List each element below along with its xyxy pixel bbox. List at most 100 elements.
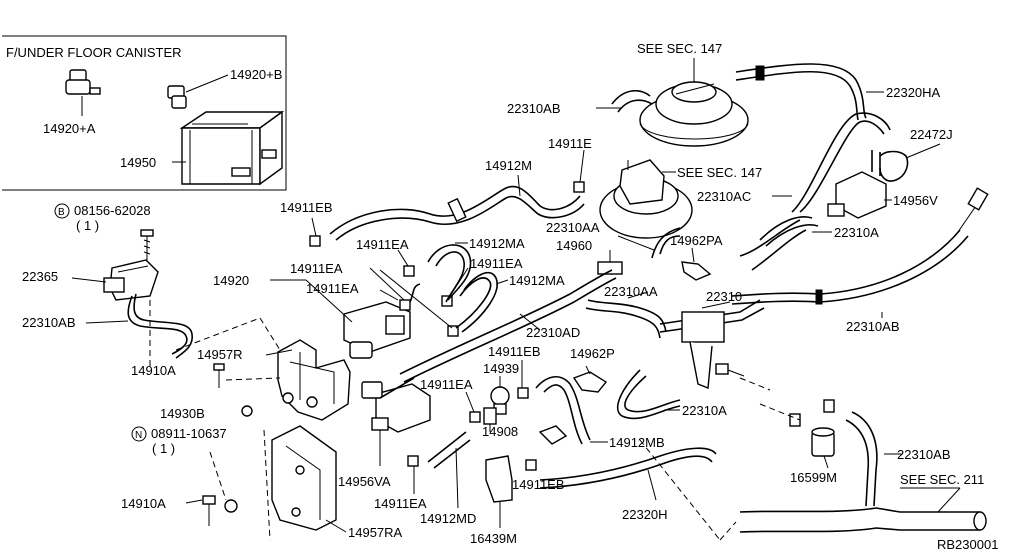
label-22472j: 22472J bbox=[910, 127, 953, 142]
clip-14911ea-f-icon bbox=[407, 455, 419, 467]
clip-14962pa-icon bbox=[681, 247, 712, 281]
clip-14962p-icon bbox=[572, 365, 608, 393]
connector-14960-icon bbox=[597, 250, 623, 275]
label-14912ma-2: 14912MA bbox=[509, 273, 565, 288]
bolt-icon bbox=[140, 229, 154, 262]
label-14911eb-top: 14911EB bbox=[280, 200, 333, 215]
bracket-14957r-group: 14957R 14910A 14930B bbox=[131, 317, 351, 421]
label-22310: 22310 bbox=[706, 289, 742, 304]
label-22310ab-bottom: 22310AB bbox=[897, 447, 951, 462]
label-22320h: 22320H bbox=[622, 507, 668, 522]
bolt-14910a-bottom-icon bbox=[202, 495, 216, 526]
label-14956va: 14956VA bbox=[338, 474, 391, 489]
clip-14911eb-bottom-icon bbox=[525, 459, 537, 471]
canister-14950-icon bbox=[179, 110, 285, 186]
valve-14939-icon bbox=[490, 386, 510, 415]
valve-14920b-icon bbox=[167, 74, 229, 109]
plug-a-icon bbox=[789, 413, 801, 427]
label-14960: 14960 bbox=[556, 238, 592, 253]
label-22310ab-left: 22310AB bbox=[22, 315, 76, 330]
label-14920: 14920 bbox=[213, 273, 249, 288]
label-14910a-bottom: 14910A bbox=[121, 496, 166, 511]
hose-14912m: 14912M 14911E bbox=[329, 136, 592, 241]
clip-14911eb-icon bbox=[309, 235, 321, 247]
label-08156: 08156-62028 bbox=[74, 203, 151, 218]
label-14910a-top: 14910A bbox=[131, 363, 176, 378]
solenoid-14920-group: 14920 14911EB 14911EA 14911EA 14911EA 14… bbox=[213, 200, 523, 359]
bracket-14957r-icon bbox=[277, 339, 351, 421]
label-22310a-mid: 22310A bbox=[682, 403, 727, 418]
inset-title: F/UNDER FLOOR CANISTER bbox=[6, 45, 182, 60]
nut-icon bbox=[224, 499, 238, 513]
hose-22320ha: 22320HA bbox=[735, 63, 941, 121]
right-hose-bundle: 22310A 22310AB bbox=[731, 187, 989, 334]
label-14911ea-1: 14911EA bbox=[356, 237, 409, 252]
label-14957ra: 14957RA bbox=[348, 525, 403, 540]
circle-n-letter: N bbox=[135, 430, 142, 441]
label-see211: SEE SEC. 211 bbox=[900, 472, 984, 487]
nut-n-marker bbox=[131, 426, 147, 442]
label-14920b: 14920+B bbox=[230, 67, 282, 82]
clip-14911eb-mid-icon bbox=[517, 387, 529, 399]
label-14912md: 14912MD bbox=[420, 511, 476, 526]
hose-22320h: 22320H bbox=[539, 439, 737, 541]
sensor-22365-icon bbox=[103, 259, 159, 301]
hose-22310ab-left bbox=[127, 295, 188, 355]
bolt-b-marker bbox=[54, 203, 70, 219]
label-22310aa-2: 22310AA bbox=[604, 284, 658, 299]
label-14912mb: 14912MB bbox=[609, 435, 665, 450]
label-08156-qty: ( 1 ) bbox=[76, 218, 99, 233]
clip-22472j-icon bbox=[879, 150, 909, 182]
label-14911ea-6: 14911EA bbox=[374, 496, 427, 511]
clip-14911e-icon bbox=[573, 181, 585, 193]
label-14962p: 14962P bbox=[570, 346, 615, 361]
clip-14911ea-a-icon bbox=[403, 265, 415, 277]
label-14911ea-2: 14911EA bbox=[290, 261, 343, 276]
label-16599m: 16599M bbox=[790, 470, 837, 485]
washer-14930b-icon bbox=[241, 405, 253, 417]
inset-border bbox=[2, 35, 287, 191]
label-14911eb-bottom: 14911EB bbox=[512, 477, 565, 492]
pipe-22310-group: 22310 22310AA 22310AA 14962PA 14960 2231… bbox=[399, 220, 765, 420]
bolt-14910a-icon bbox=[213, 363, 225, 388]
label-14962pa: 14962PA bbox=[670, 233, 723, 248]
label-16439m: 16439M bbox=[470, 531, 517, 546]
clip-14911ea-b-icon bbox=[399, 299, 411, 311]
clip-14911ea-e-icon bbox=[469, 411, 481, 423]
label-14957r: 14957R bbox=[197, 347, 243, 362]
label-22320ha: 22320HA bbox=[886, 85, 941, 100]
circle-b-letter: B bbox=[58, 207, 65, 218]
label-14908: 14908 bbox=[482, 424, 518, 439]
label-14911e: 14911E bbox=[548, 136, 592, 151]
canister-inset: F/UNDER FLOOR CANISTER 14920+A 14920+B bbox=[2, 35, 287, 191]
label-22310aa-1: 22310AA bbox=[546, 220, 600, 235]
label-22310ab-right: 22310AB bbox=[846, 319, 900, 334]
label-14920a: 14920+A bbox=[43, 121, 96, 136]
reference-code: RB230001 bbox=[937, 537, 998, 552]
label-22310ab-top: 22310AB bbox=[507, 101, 561, 116]
label-14912ma-1: 14912MA bbox=[469, 236, 525, 251]
bracket-14957ra-icon bbox=[271, 425, 337, 531]
label-14911eb-mid: 14911EB bbox=[488, 344, 541, 359]
bracket-16439m-icon bbox=[485, 455, 513, 503]
label-14912m: 14912M bbox=[485, 158, 532, 173]
solenoid-14920-icon bbox=[343, 301, 411, 353]
label-22310ad: 22310AD bbox=[526, 325, 580, 340]
valve-14956v-group: 22472J 14956V 22310AC bbox=[697, 112, 953, 219]
clip-14911ea-d-icon bbox=[447, 325, 459, 337]
label-22310ac: 22310AC bbox=[697, 189, 751, 204]
left-sensor-group: B 08156-62028 ( 1 ) 22365 22310AB bbox=[22, 203, 194, 370]
clip-small-icon bbox=[538, 425, 568, 445]
valve-14920a-icon bbox=[65, 69, 101, 116]
label-08911: 08911-10637 bbox=[151, 426, 227, 441]
plug-b-icon bbox=[823, 399, 835, 413]
label-14911ea-3: 14911EA bbox=[306, 281, 359, 296]
bracket-14957ra-group: N 08911-10637 ( 1 ) 14910A 14957RA bbox=[121, 425, 403, 541]
hoses-14912ma: 14912MA 14912MA bbox=[409, 236, 565, 333]
label-14956v: 14956V bbox=[893, 193, 938, 208]
label-14911ea-5: 14911EA bbox=[420, 377, 473, 392]
upper-canister-group: SEE SEC. 147 22310AB SEE SEC. 147 bbox=[507, 41, 762, 239]
label-see147-mid: SEE SEC. 147 bbox=[677, 165, 762, 180]
